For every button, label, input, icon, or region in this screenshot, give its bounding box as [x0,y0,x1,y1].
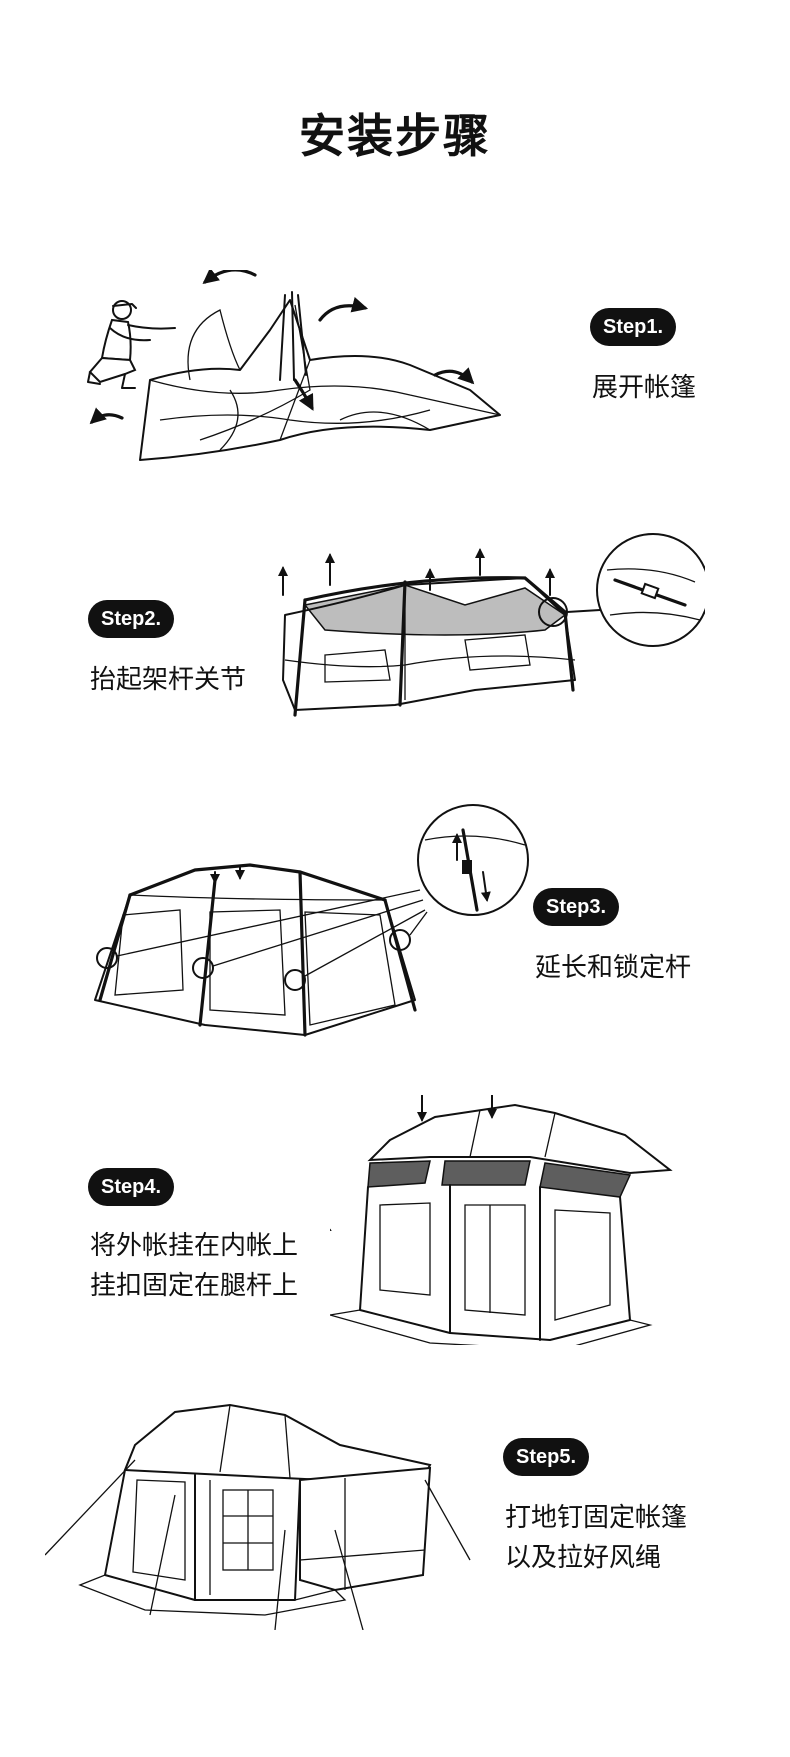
step5-description: 打地钉固定帐篷 以及拉好风绳 [505,1498,687,1578]
step3-extend-lock-poles-illustration [94,804,529,1037]
step5-badge: Step5. [503,1438,590,1476]
step5-line-1: 打地钉固定帐篷 [505,1503,688,1533]
step1-description: 展开帐篷 [592,368,696,408]
step4-attach-rainfly-illustration [330,1095,673,1345]
step4-line-2: 挂扣固定在腿杆上 [90,1271,299,1301]
step4-line-1: 将外帐挂在内帐上 [90,1231,299,1261]
step2-line-1: 抬起架杆关节 [90,665,247,695]
step5-line-2: 以及拉好风绳 [505,1543,662,1573]
step3-description: 延长和锁定杆 [535,948,691,988]
step1-line-1: 展开帐篷 [592,373,697,403]
step4-badge: Step4. [88,1168,175,1206]
step3-line-1: 延长和锁定杆 [535,953,692,983]
step4-description: 将外帐挂在内帐上 挂扣固定在腿杆上 [90,1226,298,1306]
step2-description: 抬起架杆关节 [90,660,246,700]
step3-badge: Step3. [533,888,620,926]
step1-badge: Step1. [590,308,677,346]
step5-stake-guyline-illustration [45,1403,471,1630]
page-title: 安装步骤 [299,109,491,163]
step2-badge: Step2. [88,600,175,638]
step2-raise-pole-joints-illustration [278,533,705,717]
step1-unfold-tent-illustration [87,270,501,461]
